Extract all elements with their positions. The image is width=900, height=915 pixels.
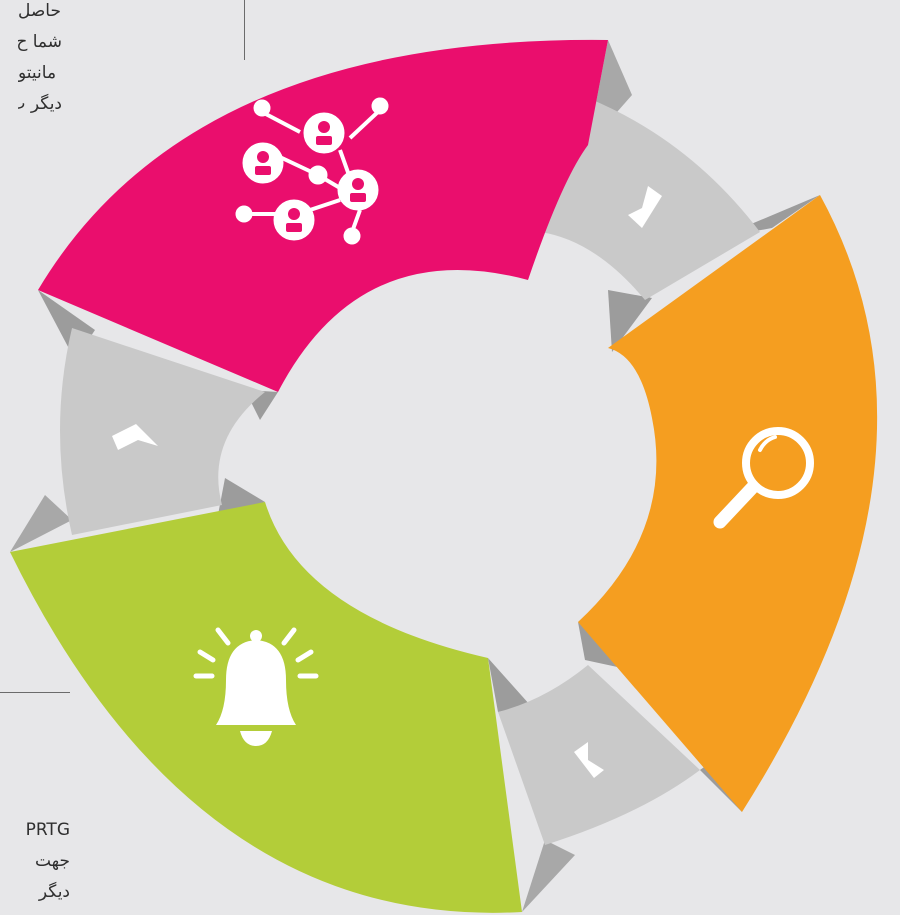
fold-shadow — [218, 478, 265, 515]
paragraph-top-line: دیگر ب — [18, 94, 62, 114]
paragraph-top-line: شما ح — [18, 32, 62, 52]
divider-vertical — [244, 0, 245, 60]
paragraph-bottom-line: PRTG — [25, 820, 70, 840]
network-people-icon — [235, 97, 389, 245]
fold-shadow — [10, 495, 72, 552]
bell-icon — [193, 627, 319, 746]
paragraph-top-line: مانیتو — [18, 63, 57, 83]
connector-ribbon — [60, 328, 265, 535]
paragraph-bottom-line: دیگر — [38, 882, 70, 902]
chevron-icon — [112, 424, 158, 450]
chevron-icon — [628, 186, 662, 228]
segment-network — [38, 39, 608, 392]
paragraph-bottom: PRTG جهت دیگر — [0, 815, 70, 908]
chevrons — [112, 186, 662, 778]
paragraph-top: حاصل شما ح مانیتو دیگر ب — [18, 0, 62, 120]
fold-shadow — [608, 290, 652, 352]
divider-horizontal — [0, 692, 70, 693]
paragraph-top-line: حاصل — [18, 1, 61, 21]
fold-shadow — [488, 658, 530, 712]
magnifier-icon — [713, 427, 814, 529]
connector-ribbon — [498, 665, 700, 845]
chevron-icon — [574, 742, 604, 778]
segment-monitor — [578, 195, 878, 812]
paragraph-bottom-line: جهت — [34, 851, 70, 871]
fold-shadow — [522, 840, 575, 912]
